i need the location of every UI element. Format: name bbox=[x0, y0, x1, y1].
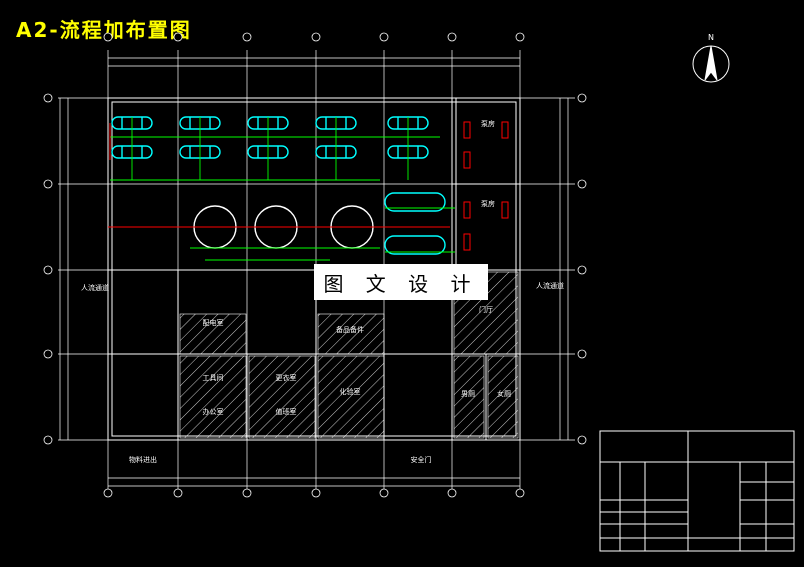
axis-bubble bbox=[447, 488, 457, 498]
title-block bbox=[599, 430, 795, 552]
pump bbox=[501, 201, 509, 219]
drawing-title: A2-流程加布置图 bbox=[16, 18, 192, 42]
axis-bubble bbox=[43, 93, 53, 103]
north-arrow bbox=[692, 45, 730, 83]
label-room-k: 门厅 bbox=[479, 305, 493, 314]
label-pump-room-2: 泵房 bbox=[481, 199, 495, 208]
label-room-d: 更衣室 bbox=[276, 373, 297, 382]
axis-bubble bbox=[173, 32, 183, 42]
axis-bubble bbox=[242, 32, 252, 42]
large-tank bbox=[384, 192, 446, 212]
label-room-c: 工具间 bbox=[203, 374, 224, 382]
axis-bubble bbox=[173, 488, 183, 498]
pump bbox=[463, 121, 471, 139]
pump bbox=[501, 121, 509, 139]
label-people-right: 人流通道 bbox=[536, 281, 564, 290]
axis-bubble bbox=[43, 179, 53, 189]
watermark-banner: 图 文 设 计 bbox=[314, 264, 488, 300]
axis-bubble bbox=[43, 265, 53, 275]
label-room-a: 配电室 bbox=[203, 318, 224, 327]
axis-bubble bbox=[311, 488, 321, 498]
north-label: N bbox=[708, 33, 714, 42]
axis-bubble bbox=[103, 32, 113, 42]
label-door-material: 物料进出 bbox=[129, 455, 157, 464]
label-room-h: 男厕 bbox=[461, 390, 475, 398]
pump bbox=[463, 201, 471, 219]
axis-bubble bbox=[43, 349, 53, 359]
axis-bubble bbox=[515, 32, 525, 42]
label-people-left: 人流通道 bbox=[81, 283, 109, 292]
axis-bubble bbox=[515, 488, 525, 498]
axis-bubble bbox=[103, 488, 113, 498]
axis-bubble bbox=[379, 32, 389, 42]
pump bbox=[463, 151, 471, 169]
axis-bubble bbox=[447, 32, 457, 42]
large-tank bbox=[384, 235, 446, 255]
pump bbox=[463, 233, 471, 251]
axis-bubble bbox=[379, 488, 389, 498]
label-room-g: 值班室 bbox=[276, 407, 297, 416]
label-room-i: 女厕 bbox=[497, 389, 511, 398]
label-pump-room-1: 泵房 bbox=[481, 119, 495, 128]
axis-bubble bbox=[242, 488, 252, 498]
axis-bubble bbox=[43, 435, 53, 445]
axis-bubble bbox=[577, 265, 587, 275]
label-room-f: 办公室 bbox=[203, 407, 224, 416]
label-door-safety: 安全门 bbox=[411, 455, 432, 464]
axis-bubble bbox=[577, 349, 587, 359]
axis-bubble bbox=[577, 179, 587, 189]
label-room-b: 备品备件 bbox=[336, 325, 364, 334]
label-room-e: 化验室 bbox=[340, 387, 361, 396]
axis-bubble bbox=[577, 435, 587, 445]
axis-bubble bbox=[311, 32, 321, 42]
axis-bubble bbox=[577, 93, 587, 103]
